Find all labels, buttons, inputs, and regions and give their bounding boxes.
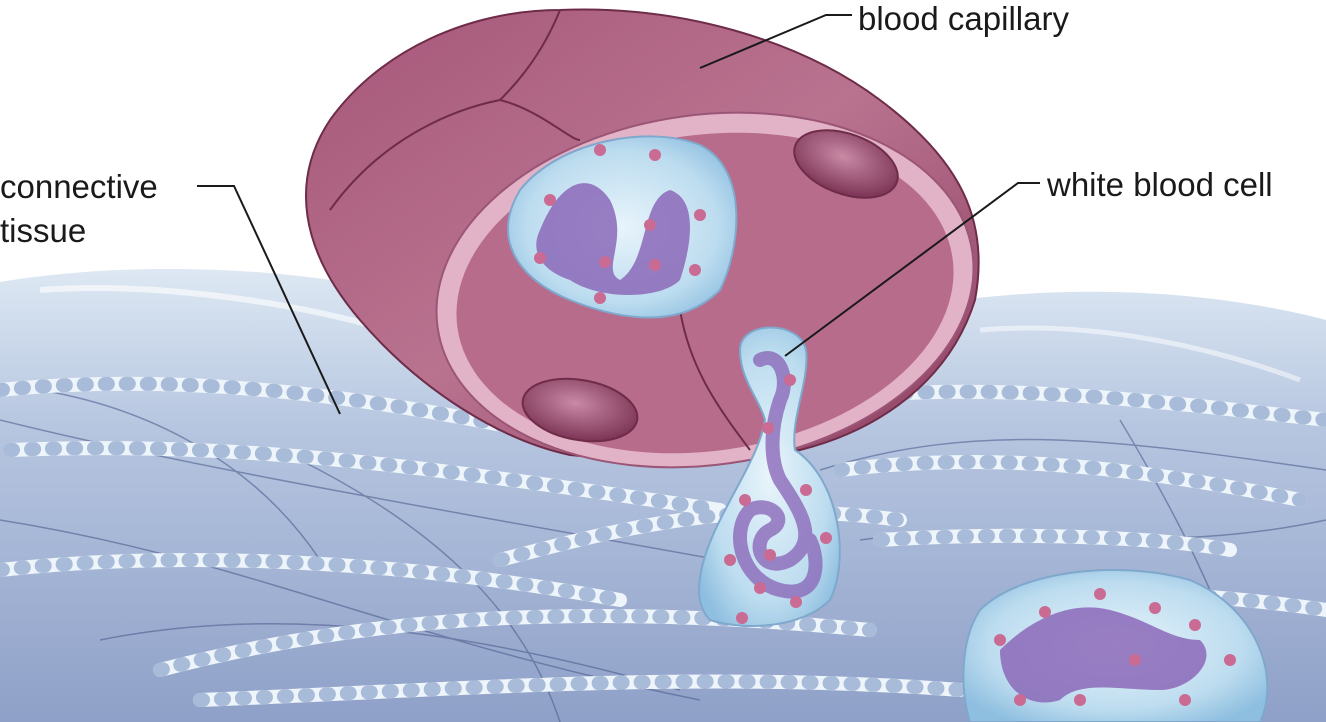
white-blood-cell-label: white blood cell: [1047, 166, 1273, 203]
white-blood-cell-in-tissue: [962, 569, 1269, 722]
leader-line-white-blood-cell: [784, 182, 1040, 357]
red-blood-cell: [521, 129, 899, 443]
leader-lines: [197, 14, 1040, 415]
leader-line-connective-tissue: [197, 185, 341, 415]
white-blood-cell-in-lumen: [507, 135, 738, 319]
leader-line-blood-capillary: [699, 14, 852, 69]
blood-capillary-label: blood capillary: [858, 0, 1069, 37]
blood-capillary: [305, 8, 980, 469]
white-blood-cell: [698, 326, 841, 627]
connective-tissue-label-line1: connective: [0, 168, 158, 205]
connective-tissue-label-line2: tissue: [0, 212, 87, 249]
